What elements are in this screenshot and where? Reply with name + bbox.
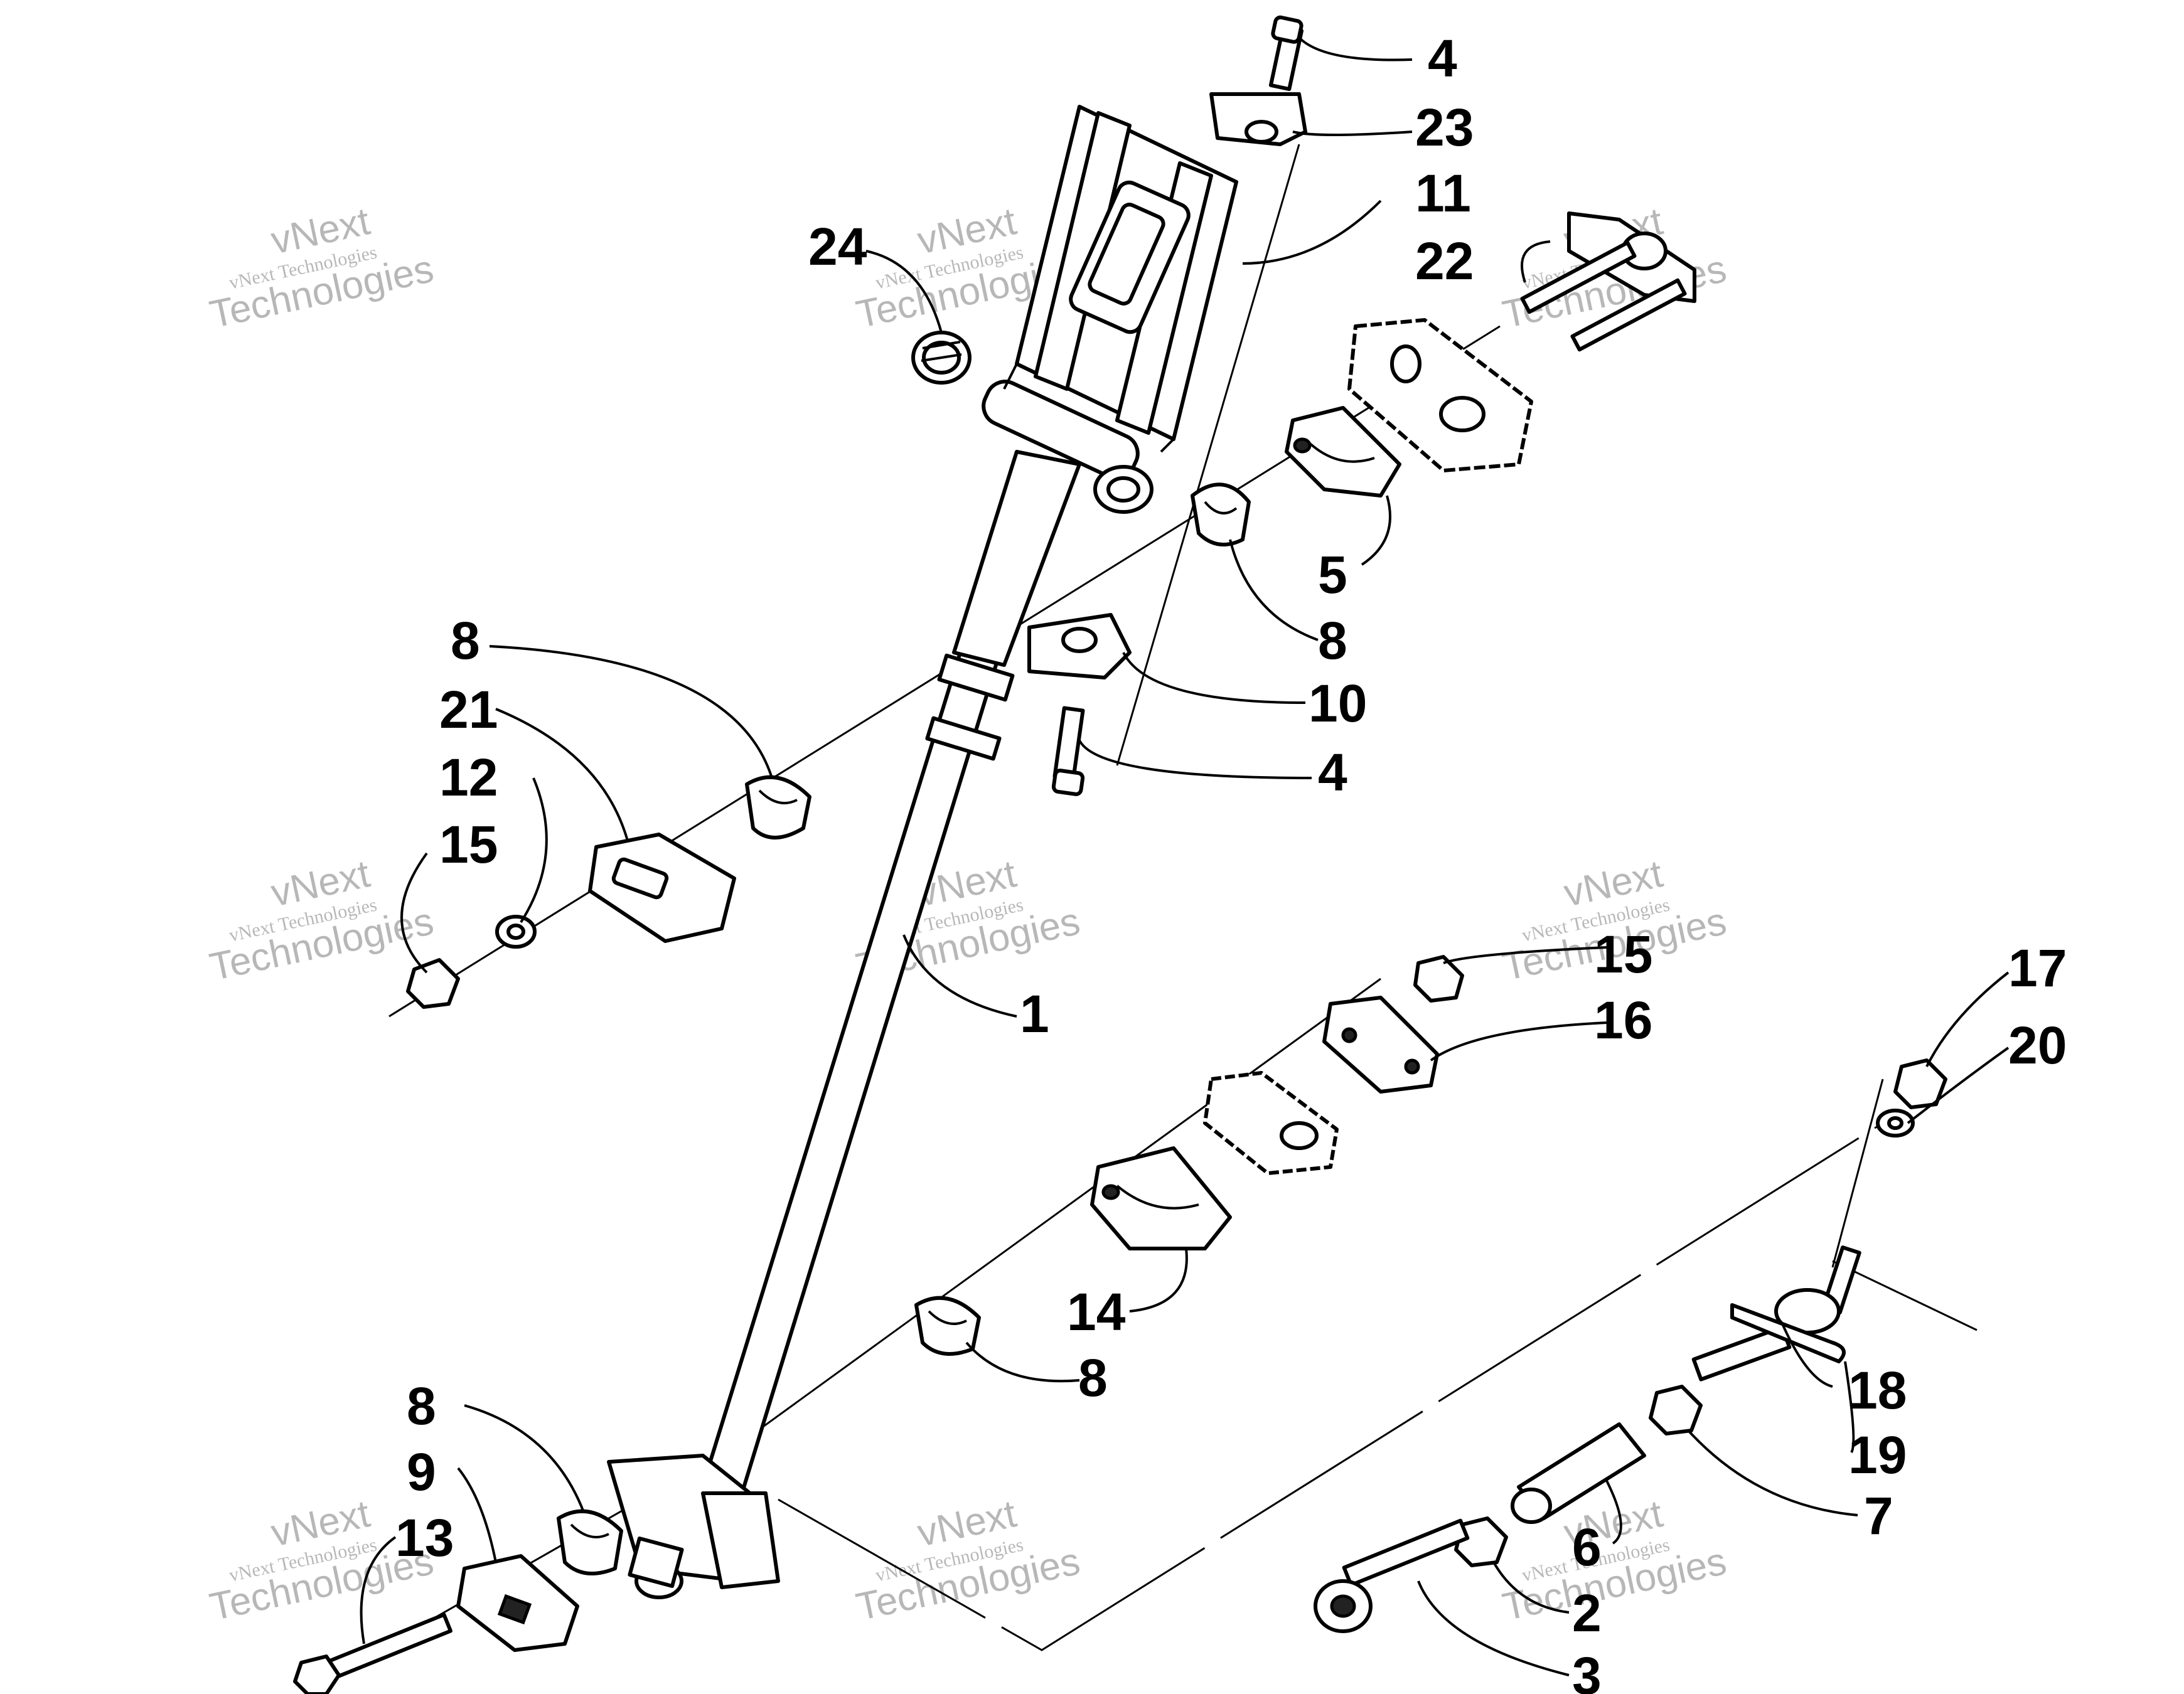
block-14 (1090, 1146, 1232, 1250)
callout-7: 7 (1864, 1486, 1893, 1545)
callout-16: 16 (1594, 991, 1652, 1050)
callout-3: 3 (1572, 1646, 1602, 1694)
bushing-8-middle (914, 1296, 981, 1356)
bushing-8-upper (1191, 482, 1251, 546)
nut-15-left (406, 958, 460, 1009)
callout-8-middle: 8 (1078, 1348, 1108, 1407)
callout-24: 24 (808, 217, 867, 276)
callout-17: 17 (2008, 939, 2067, 998)
bushing-8-bottom (557, 1509, 623, 1575)
callout-22: 22 (1415, 232, 1474, 290)
callout-15-left: 15 (439, 815, 498, 874)
callout-15-right: 15 (1594, 925, 1652, 984)
callout-11: 11 (1415, 164, 1471, 223)
callout-20: 20 (2008, 1016, 2067, 1075)
clamp-plate-lower (1203, 1071, 1339, 1175)
callout-4-top: 4 (1428, 29, 1457, 88)
bolt-13 (293, 1612, 452, 1694)
callout-13: 13 (395, 1508, 454, 1567)
nut-7 (1649, 1385, 1703, 1436)
callout-9: 9 (407, 1442, 436, 1501)
lower-clamp-10 (1027, 613, 1132, 679)
nut-17 (1893, 1058, 1947, 1109)
callout-18: 18 (1848, 1361, 1907, 1420)
upper-clamp-23 (1209, 92, 1307, 146)
clamp-21 (588, 833, 736, 943)
steering-post (607, 380, 1154, 1599)
callout-12: 12 (439, 748, 498, 807)
callout-1: 1 (1020, 984, 1049, 1043)
clamp-9 (456, 1554, 579, 1652)
callout-5: 5 (1318, 545, 1347, 604)
callout-14: 14 (1067, 1282, 1126, 1341)
bolt-4-top (1268, 15, 1304, 92)
nut-2 (1454, 1516, 1508, 1567)
bolt-4-bottom (1051, 706, 1085, 796)
callout-8-upper: 8 (1318, 611, 1347, 670)
tie-rod-end-3 (1314, 1518, 1470, 1633)
bushing-24 (911, 331, 972, 385)
callout-10: 10 (1309, 674, 1367, 733)
clamp-plate-upper (1347, 318, 1533, 472)
bushing-8-left (745, 775, 811, 839)
sleeve-6 (1511, 1422, 1646, 1524)
washer-12 (495, 915, 537, 949)
callout-8-left: 8 (451, 611, 480, 670)
callout-6: 6 (1572, 1518, 1602, 1577)
callout-19: 19 (1848, 1425, 1907, 1484)
callout-23: 23 (1415, 98, 1474, 157)
u-bolt-22 (1520, 211, 1696, 352)
callouts: 4 23 11 22 24 5 8 10 4 8 21 12 15 1 15 1… (395, 29, 2067, 1694)
watermark: vNext vNext Technologies Technologies (206, 200, 437, 336)
callout-2: 2 (1572, 1584, 1602, 1643)
callout-8-bottom: 8 (407, 1377, 436, 1436)
callout-4-bottom: 4 (1318, 743, 1347, 802)
washer-20 (1876, 1109, 1915, 1137)
block-5 (1285, 406, 1401, 498)
nut-15-right (1413, 955, 1464, 1003)
handlebar-mount (1003, 105, 1238, 453)
tie-rod-end-18 (1691, 1245, 1861, 1382)
callout-21: 21 (439, 680, 498, 739)
leader-lines (360, 36, 2010, 1676)
plate-16 (1322, 996, 1439, 1094)
